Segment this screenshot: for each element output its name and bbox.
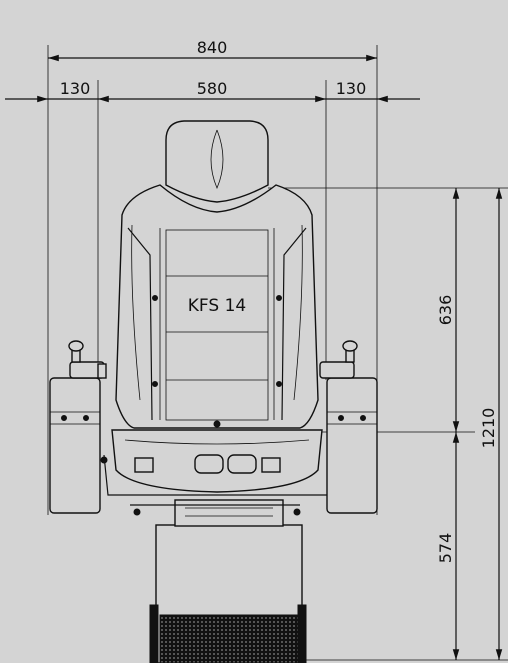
seat-pedestal — [149, 499, 307, 663]
backrest-height-label: 636 — [436, 295, 455, 326]
overall-height-label: 1210 — [479, 408, 498, 449]
seat-width-label: 580 — [197, 79, 228, 98]
base-height-label: 574 — [436, 533, 455, 564]
right-armrest-console — [319, 340, 378, 514]
headrest — [165, 120, 269, 203]
left-armrest-width-label: 130 — [60, 79, 91, 98]
overall-width-label: 840 — [197, 38, 228, 57]
seat-cushion — [100, 420, 334, 516]
model-label: KFS 14 — [188, 296, 246, 316]
backrest — [115, 184, 319, 429]
right-armrest-width-label: 130 — [336, 79, 367, 98]
left-armrest-console — [49, 340, 107, 514]
